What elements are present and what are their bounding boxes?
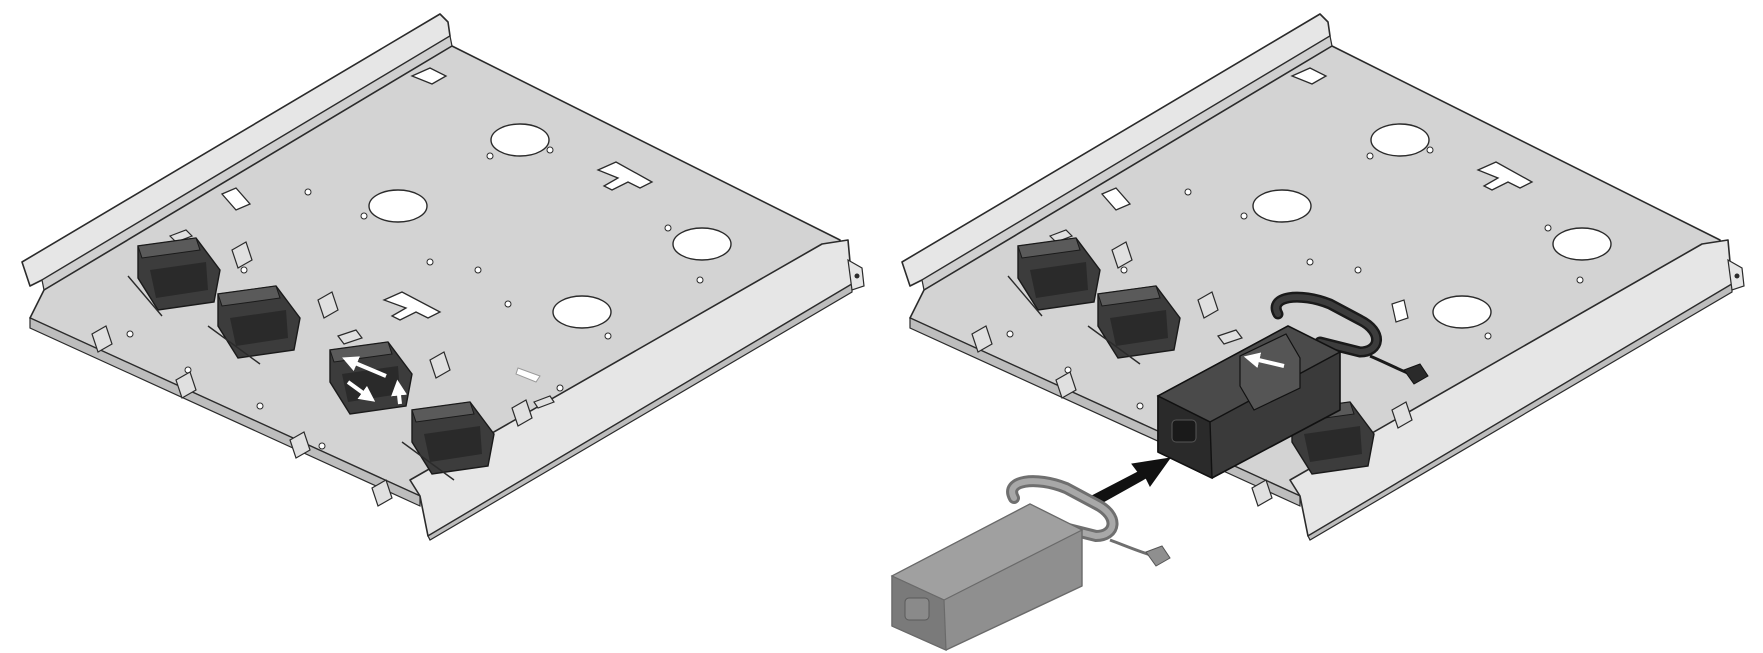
power-cord-plug xyxy=(1145,545,1171,567)
mounting-clip xyxy=(127,237,221,317)
tray-slot xyxy=(596,161,654,191)
left-panel xyxy=(21,13,865,541)
tray-hole xyxy=(368,189,428,223)
tray-slot xyxy=(1476,161,1534,191)
tray-hole xyxy=(490,123,550,157)
mounting-clip xyxy=(1087,285,1181,365)
tray-slot xyxy=(515,367,541,383)
power-supply-installed xyxy=(1156,291,1429,480)
mounting-clip xyxy=(207,285,301,365)
tray-slot xyxy=(1290,67,1328,85)
tray-tabs xyxy=(971,229,1413,507)
clip-direction-arrow xyxy=(1243,352,1285,368)
insert-arrow xyxy=(1087,457,1172,507)
tray-right-rail-face xyxy=(427,282,853,541)
clip-direction-arrow xyxy=(391,379,408,405)
tray-right-rail-face xyxy=(1307,282,1733,541)
power-supply-brick xyxy=(890,475,1171,651)
tray-front-edge xyxy=(29,317,421,507)
tray-tabs xyxy=(91,229,555,507)
mounting-clip xyxy=(401,401,495,481)
mounting-clip-highlighted xyxy=(329,341,413,415)
clip-direction-arrow xyxy=(342,356,387,378)
power-cord-plug xyxy=(1403,363,1429,385)
clip-direction-arrow xyxy=(346,380,376,402)
right-panel xyxy=(890,13,1745,651)
tray-hole xyxy=(1252,189,1312,223)
mounting-clip xyxy=(1007,237,1101,317)
tray-slot xyxy=(220,187,252,211)
tray-screw-holes xyxy=(126,146,704,498)
tray-slot xyxy=(1100,187,1132,211)
tray-hole xyxy=(1370,123,1430,157)
power-inlet xyxy=(904,597,930,621)
tray-hole xyxy=(1552,227,1612,261)
tray-hole xyxy=(1432,295,1492,329)
tray-slot xyxy=(382,291,442,321)
tray-screw-holes xyxy=(1006,146,1584,498)
tray-hole xyxy=(552,295,612,329)
tray-hole xyxy=(672,227,732,261)
tray-slot xyxy=(410,67,448,85)
power-inlet xyxy=(1171,419,1197,443)
